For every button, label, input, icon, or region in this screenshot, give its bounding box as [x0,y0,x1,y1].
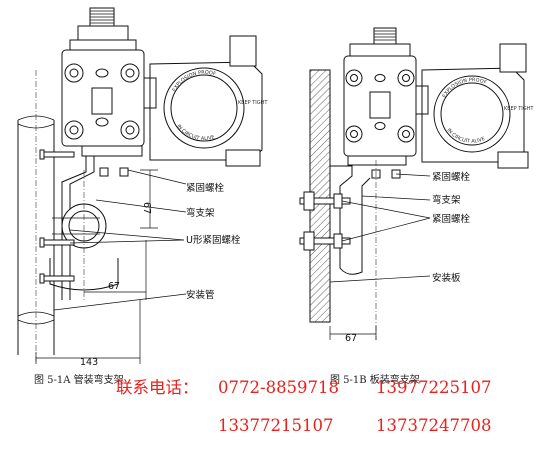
phone-mobile-2: 13377215107 [218,416,333,435]
phone-landline: 0772-8859718 [218,378,339,397]
phone-mobile-1: 13977225107 [376,378,491,397]
transmitter-a: EXPLOSION PROOF IN CIRCUIT ALIVE KEEP TI… [61,7,268,167]
leaders-b [329,173,431,283]
leaders-a [53,169,187,311]
dimensions-a: 67 67 143 [35,169,158,368]
phone-mobile-3: 13737247708 [376,416,491,435]
label-u-bolts-a: U形紧固螺栓 [186,234,241,246]
label-fastening-bolts-b-top: 紧固螺栓 [432,171,471,183]
plate-bolts-b [299,191,351,251]
dim-total-a: 143 [80,357,98,368]
gauge-text-right-b: KEEP TIGHT [504,106,534,112]
pipe-bolts-a [39,149,75,284]
dim-height-a: 67 [141,202,152,214]
dim-width-a: 67 [108,281,120,292]
caption-b: 图 5-1B 板装弯支架 [330,373,420,386]
contact-prefix: 联系电话： [116,378,199,397]
label-fastening-bolts-a: 紧固螺栓 [186,182,225,194]
label-bent-bracket-a: 弯支架 [186,207,215,219]
figure-a-pipe-mount: EXPLOSION PROOF IN CIRCUIT ALIVE KEEP TI… [17,7,268,386]
mounting-pipe [17,70,55,362]
label-fastening-bolts-b-bottom: 紧固螺栓 [432,213,471,225]
bent-bracket-b [330,155,407,340]
label-mounting-plate-b: 安装板 [432,272,461,284]
label-mounting-pipe-a: 安装管 [186,289,215,301]
dimensions-b: 67 [329,326,377,344]
gauge-text-right-a: KEEP TIGHT [238,100,268,106]
figure-b-plate-mount: EXPLOSION PROOF IN CIRCUIT ALIVE KEEP TI… [299,27,534,386]
label-bent-bracket-b: 弯支架 [432,194,461,206]
contact-info: 联系电话： 0772-8859718 13977225107 133772151… [116,378,491,435]
caption-a: 图 5-1A 管装弯支架 [34,373,124,386]
dim-width-b: 67 [345,333,357,344]
transmitter-b: EXPLOSION PROOF IN CIRCUIT ALIVE KEEP TI… [343,27,534,169]
